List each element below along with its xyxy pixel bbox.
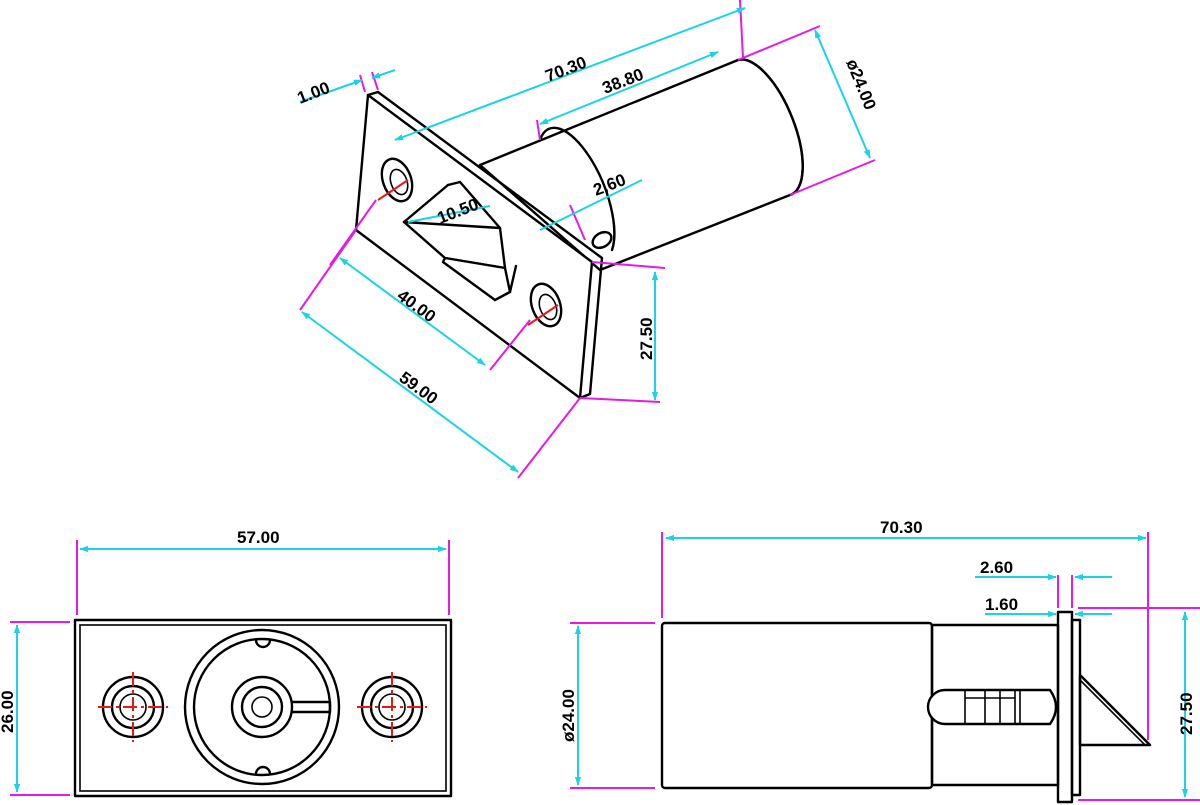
side-view: 70.30 2.60 1.60 ø24.00 27.50 xyxy=(559,518,1200,804)
front-faceplate xyxy=(73,618,453,798)
isometric-view: 70.30 38.80 1.00 ø24.00 2.60 10.50 40.00… xyxy=(295,0,880,479)
iso-plate-length-label: 59.00 xyxy=(396,368,442,408)
side-cylinder xyxy=(660,621,934,790)
iso-cylinder-end xyxy=(736,58,804,197)
side-plate-height-label: 27.50 xyxy=(1177,692,1196,735)
iso-cylinder-length-label: 38.80 xyxy=(600,65,647,98)
iso-hole-spacing-label: 40.00 xyxy=(394,286,440,326)
iso-mounting-hole-left xyxy=(380,157,414,203)
front-mounting-hole-right xyxy=(357,672,427,742)
side-latch-bevel xyxy=(1078,673,1152,747)
front-plate-height-label: 26.00 xyxy=(0,690,17,733)
iso-faceplate-edge xyxy=(366,90,604,400)
side-flange-thickness-label: 1.60 xyxy=(985,595,1018,614)
side-faceplate xyxy=(1056,610,1074,804)
front-view: 57.00 26.00 xyxy=(0,528,453,798)
side-overall-length-label: 70.30 xyxy=(880,518,923,537)
iso-plate-height-label: 27.50 xyxy=(637,317,656,360)
front-cylinder xyxy=(183,628,341,786)
iso-overall-length-label: 70.30 xyxy=(543,53,590,86)
iso-dimension-lines xyxy=(299,7,871,473)
iso-mounting-hole-right xyxy=(529,282,563,328)
side-latch-bolt xyxy=(926,688,1058,726)
front-mounting-hole-left xyxy=(98,672,168,742)
side-plate-offset-label: 2.60 xyxy=(980,558,1013,577)
iso-flange-thickness-label: 1.00 xyxy=(295,78,333,108)
side-cylinder-diameter-label: ø24.00 xyxy=(559,689,578,742)
iso-spindle-hole xyxy=(591,230,613,250)
front-plate-width-label: 57.00 xyxy=(237,528,280,547)
